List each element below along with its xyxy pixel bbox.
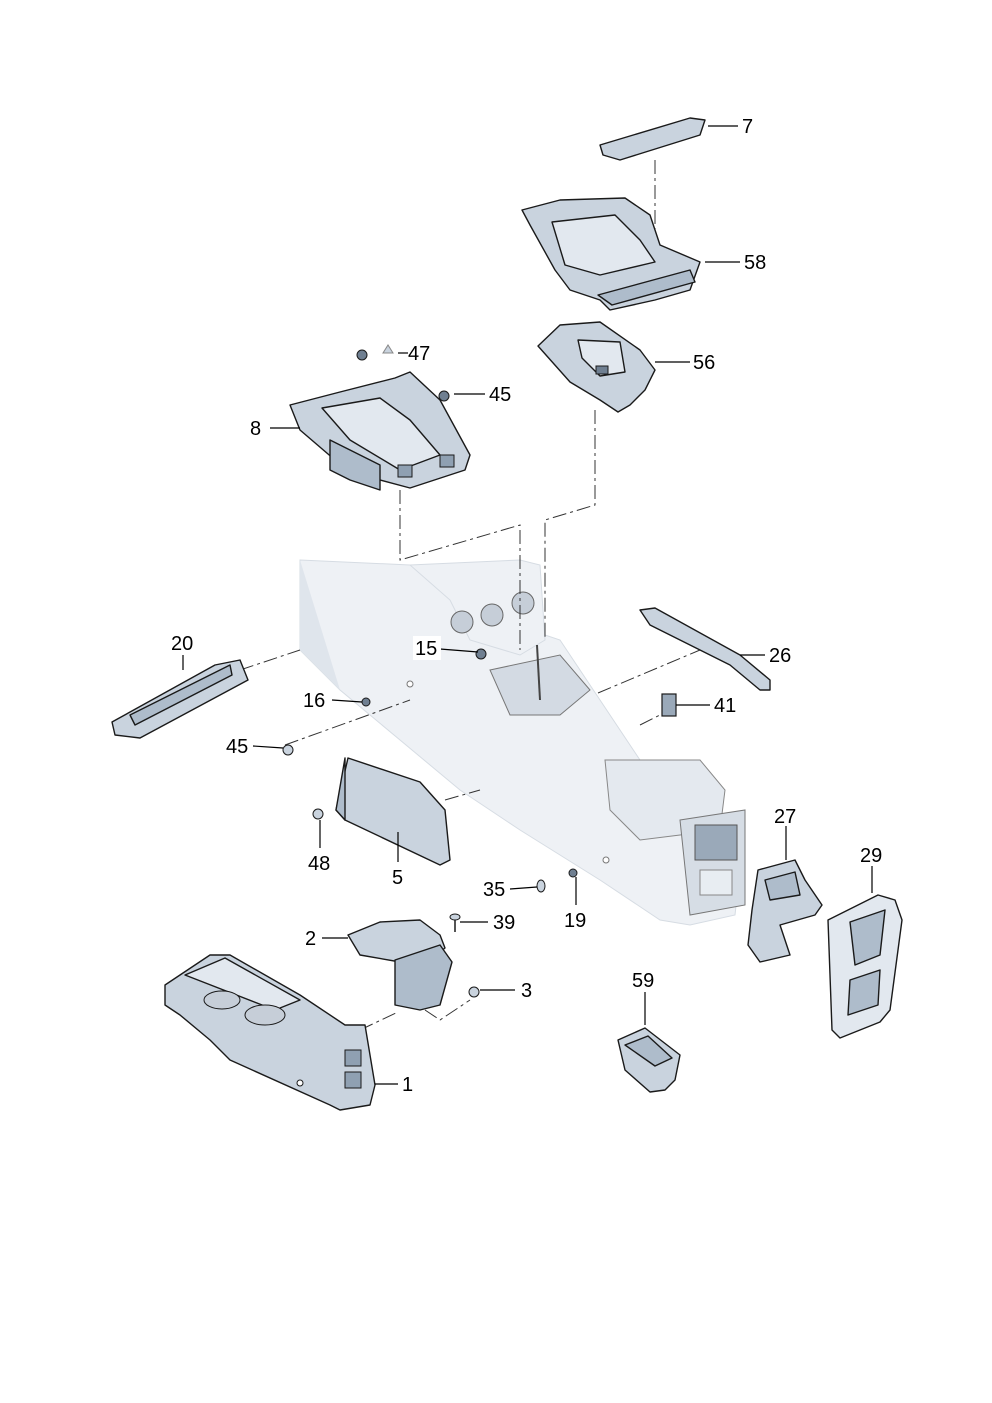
callout-45-top: 45 [489, 384, 511, 406]
fastener-19 [568, 868, 578, 878]
fastener-16 [361, 697, 371, 707]
callout-5: 5 [392, 867, 403, 889]
callout-8: 8 [250, 418, 261, 440]
part-5-side-panel [335, 757, 451, 866]
part-7-trim-strip [599, 117, 706, 161]
callout-27: 27 [774, 806, 796, 828]
part-8-trim-frame [289, 371, 471, 491]
callout-16: 16 [303, 690, 325, 712]
callout-2: 2 [305, 928, 316, 950]
center-console-ghost [299, 559, 746, 926]
callout-19: 19 [564, 910, 586, 932]
fastener-47 [356, 344, 394, 361]
screw-39 [449, 913, 461, 932]
part-2-armrest [347, 919, 453, 1011]
callout-26: 26 [769, 645, 791, 667]
callout-58: 58 [744, 252, 766, 274]
callout-3: 3 [521, 980, 532, 1002]
fastener-15 [475, 648, 487, 660]
fastener-45-top [438, 390, 450, 402]
part-56-storage-tray [537, 321, 656, 413]
callout-45-mid: 45 [226, 736, 248, 758]
callout-48: 48 [308, 853, 330, 875]
leader-lines [182, 125, 873, 1085]
part-29-rear-trim-panel [827, 894, 903, 1039]
callout-59: 59 [632, 970, 654, 992]
callout-35: 35 [483, 879, 505, 901]
part-58-bracket [521, 197, 701, 311]
screw-3 [468, 986, 480, 998]
callout-1: 1 [402, 1074, 413, 1096]
part-1-console-body [164, 954, 376, 1111]
callout-47: 47 [408, 343, 430, 365]
fastener-35 [536, 879, 546, 893]
callout-labels: 7 58 56 47 45 8 20 15 16 45 26 41 27 29 … [171, 116, 882, 1096]
callout-41: 41 [714, 695, 736, 717]
part-20-bracket-strip [111, 659, 249, 739]
callout-29: 29 [860, 845, 882, 867]
part-26-trim-bar [639, 607, 771, 691]
callout-20: 20 [171, 633, 193, 655]
fastener-45-mid [282, 744, 294, 756]
fastener-48 [312, 808, 324, 820]
callout-15-box [413, 636, 441, 660]
part-41-clip [661, 693, 677, 717]
callout-39: 39 [493, 912, 515, 934]
callout-56: 56 [693, 352, 715, 374]
part-27-rear-cover [747, 859, 823, 963]
callout-15: 15 [415, 638, 437, 660]
part-59-switch-module [617, 1027, 681, 1093]
callout-7: 7 [742, 116, 753, 138]
